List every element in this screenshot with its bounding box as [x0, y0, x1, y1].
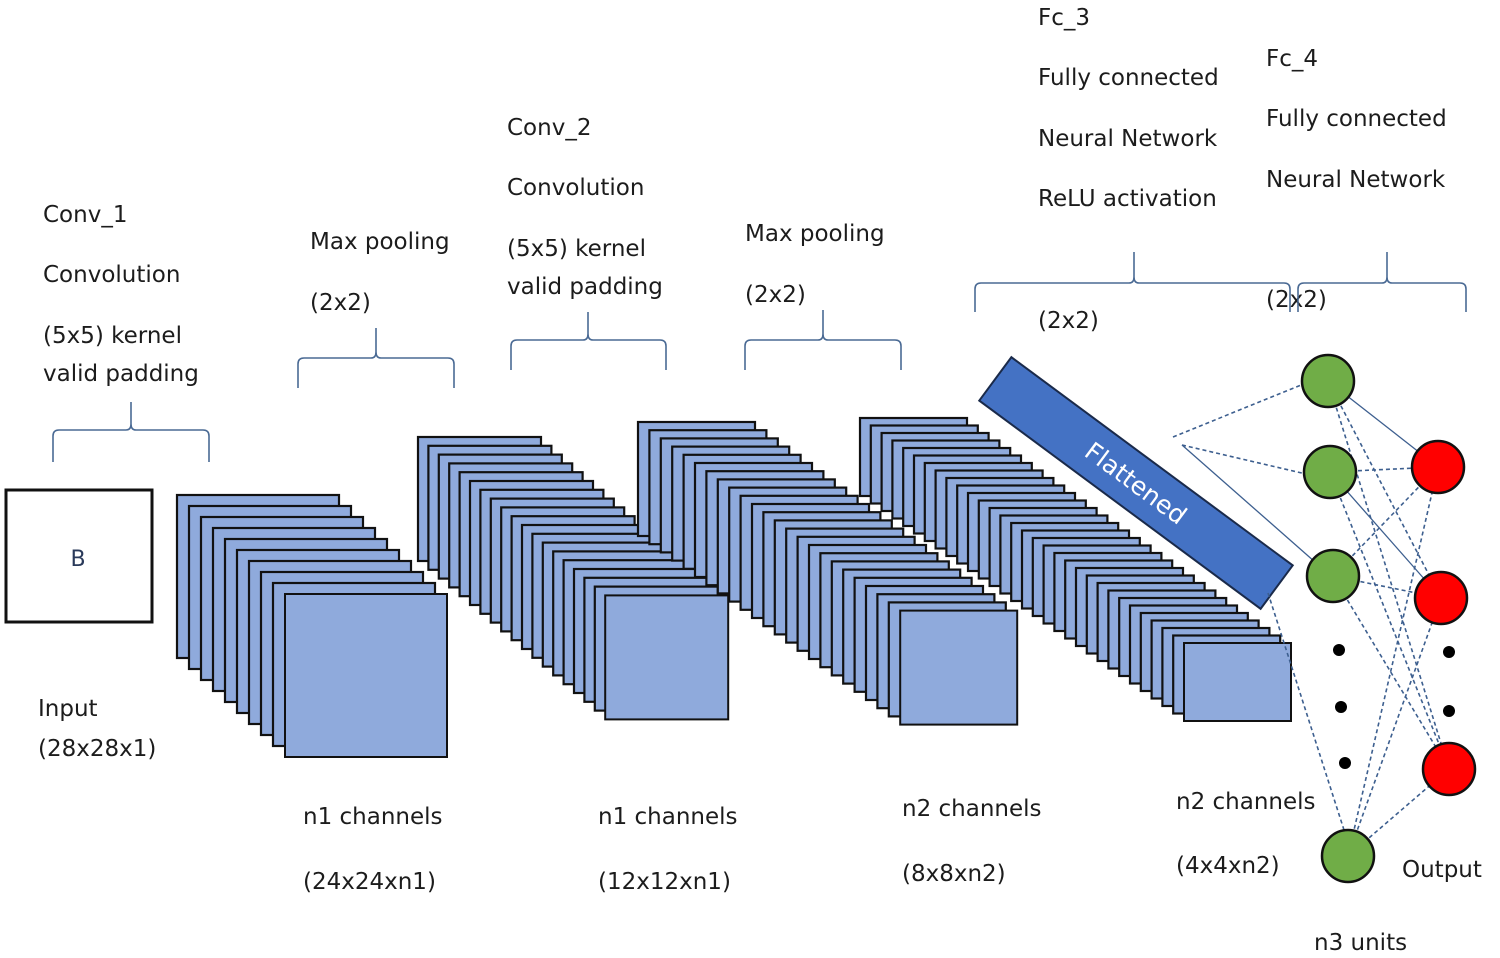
fc3-extra: (2x2) — [1038, 308, 1099, 334]
connection-line — [1347, 597, 1442, 857]
input-glyph: B — [70, 547, 85, 572]
fc4-name: Fc_4 — [1266, 46, 1318, 72]
fm2-stack — [416, 435, 730, 721]
braces — [52, 252, 1467, 462]
input-shape: (28x28x1) — [38, 736, 156, 762]
fc3-type: Fully connected — [1038, 65, 1219, 91]
connection-line — [1327, 380, 1442, 599]
ellipsis-dot — [1333, 644, 1345, 656]
fm2-front-map — [604, 594, 730, 721]
fm4-channels: n2 channels — [1176, 789, 1316, 815]
hidden-neuron — [1302, 444, 1358, 500]
conv2-name: Conv_2 — [507, 115, 591, 141]
feature-map-stacks — [175, 416, 1292, 758]
fm3-channels: n2 channels — [902, 796, 1042, 822]
conv1-brace — [52, 402, 210, 462]
ellipsis-dot — [1443, 646, 1455, 658]
fc3-brace — [974, 252, 1291, 312]
input-image: B — [4, 488, 154, 624]
hidden-units-label: n3 units — [1314, 930, 1407, 956]
input-box — [4, 488, 154, 624]
conv1-label-group: Conv_1 Convolution (5x5) kernel valid pa… — [43, 202, 199, 387]
pool2-brace — [744, 310, 902, 370]
fc3-activation: ReLU activation — [1038, 186, 1217, 212]
connection-line — [1332, 575, 1450, 770]
fm1-shape: (24x24xn1) — [303, 869, 436, 895]
output-neuron — [1413, 570, 1469, 626]
fm4-shape: (4x4xn2) — [1176, 853, 1280, 879]
fc4-extra: (2x2) — [1266, 287, 1327, 313]
pool1-size: (2x2) — [310, 290, 371, 316]
fc-neurons — [1300, 353, 1477, 884]
conv1-padding: valid padding — [43, 361, 199, 387]
fc3-name: Fc_3 — [1038, 5, 1090, 31]
conv1-type: Convolution — [43, 262, 180, 288]
conv1-name: Conv_1 — [43, 202, 127, 228]
connection-line — [1172, 382, 1307, 438]
fm1-stack — [175, 493, 448, 758]
connection-line — [1329, 471, 1450, 770]
fm3-front-map — [899, 609, 1019, 726]
hidden-neuron — [1300, 353, 1356, 409]
fc4-subtype: Neural Network — [1266, 167, 1446, 193]
fc4-label-group: Fc_4 Fully connected Neural Network (2x2… — [1266, 46, 1447, 313]
fm3-stack — [636, 420, 1019, 726]
fm2-shape: (12x12xn1) — [598, 869, 731, 895]
conv2-type: Convolution — [507, 175, 644, 201]
pool2-name: Max pooling — [745, 221, 885, 247]
fc3-subtype: Neural Network — [1038, 126, 1218, 152]
hidden-neuron — [1305, 548, 1361, 604]
fm3-shape: (8x8xn2) — [902, 861, 1006, 887]
output-label: Output — [1402, 857, 1482, 883]
pool1-brace — [297, 328, 455, 388]
fm1-front-map — [284, 593, 448, 758]
pool1-name: Max pooling — [310, 229, 450, 255]
input-label: Input — [38, 696, 98, 722]
conv2-kernel: (5x5) kernel — [507, 236, 646, 262]
conv2-brace — [510, 312, 667, 370]
conv1-kernel: (5x5) kernel — [43, 323, 182, 349]
connection-line — [1329, 471, 1442, 599]
fm4-front-map — [1183, 642, 1292, 722]
connection-line — [1347, 466, 1439, 857]
fm4-stack — [858, 416, 1292, 722]
conv2-label-group: Conv_2 Convolution (5x5) kernel valid pa… — [507, 115, 663, 300]
fm2-channels: n1 channels — [598, 804, 738, 830]
hidden-neuron — [1320, 828, 1376, 884]
fc4-type: Fully connected — [1266, 106, 1447, 132]
fc3-label-group: Fc_3 Fully connected Neural Network ReLU… — [1038, 5, 1219, 334]
pool1-label-group: Max pooling (2x2) — [310, 229, 450, 316]
pool2-size: (2x2) — [745, 282, 806, 308]
ellipsis-dot — [1335, 701, 1347, 713]
ellipsis-dot — [1443, 705, 1455, 717]
output-neuron — [1410, 439, 1466, 495]
connection-line — [1327, 380, 1450, 770]
output-neuron — [1421, 741, 1477, 797]
connection-line — [1181, 444, 1307, 475]
conv2-padding: valid padding — [507, 274, 663, 300]
fm1-channels: n1 channels — [303, 804, 443, 830]
pool2-label-group: Max pooling (2x2) — [745, 221, 885, 308]
fc4-brace — [1297, 252, 1467, 312]
ellipsis-dot — [1339, 757, 1351, 769]
flattened-bar — [977, 355, 1295, 611]
connection-line — [1181, 444, 1316, 563]
